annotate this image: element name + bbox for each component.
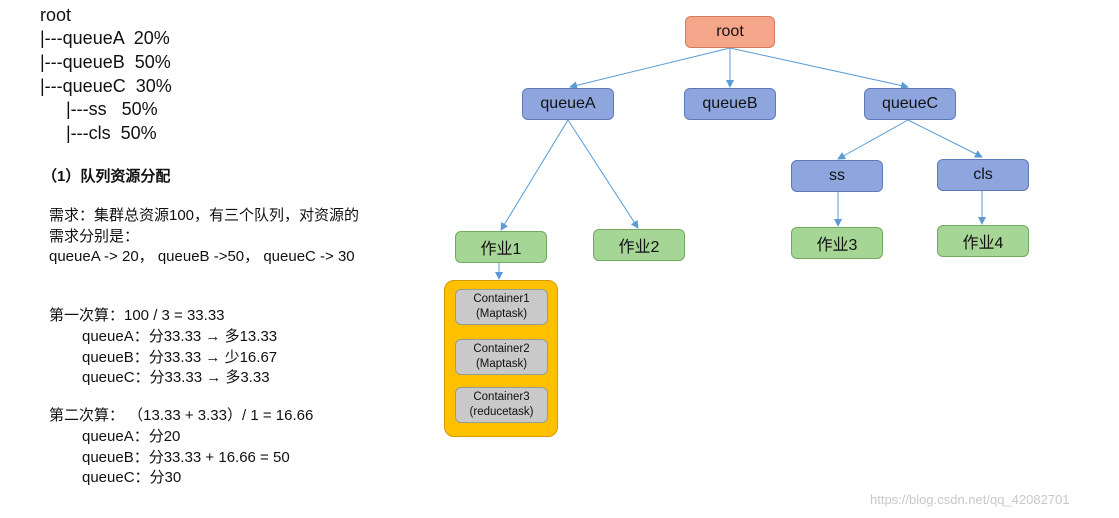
arrow-root-queueA <box>569 47 731 90</box>
requirement-line-2: 需求分别是： <box>49 228 140 245</box>
node-root: root <box>685 16 775 48</box>
tree-line-cls: |---cls 50% <box>66 123 157 143</box>
tree-line-queueB: |---queueB 50% <box>40 52 171 72</box>
arrow-queueA-job1 <box>500 119 569 231</box>
node-queueA: queueA <box>522 88 614 120</box>
node-cls: cls <box>937 159 1029 191</box>
arrow-queueC-cls <box>907 119 983 158</box>
first-calc-queueC: queueC：分33.33 → 多3.33 <box>82 369 270 386</box>
first-calc-queueA: queueA：分33.33 → 多13.33 <box>82 328 278 345</box>
second-calc-queueB: queueB：分33.33 + 16.66 = 50 <box>82 449 290 466</box>
requirement-line-1: 需求：集群总资源100，有三个队列，对资源的 <box>49 207 360 224</box>
tree-line-queueA: |---queueA 20% <box>40 28 170 48</box>
node-job1: 作业1 <box>455 231 547 263</box>
node-queueB: queueB <box>684 88 776 120</box>
tree-line-ss: |---ss 50% <box>66 99 158 119</box>
container-3: Container3 (reducetask) <box>455 387 548 423</box>
arrow-queueA-job2 <box>567 119 639 229</box>
second-calc-queueC: queueC：分30 <box>82 469 182 486</box>
container-1-task: (Maptask) <box>475 308 528 320</box>
container-1: Container1 (Maptask) <box>455 289 548 325</box>
watermark: https://blog.csdn.net/qq_42082701 <box>870 492 1070 507</box>
second-calc-queueA: queueA：分20 <box>82 428 181 445</box>
node-ss: ss <box>791 160 883 192</box>
node-job2: 作业2 <box>593 229 685 261</box>
container-1-name: Container1 <box>473 293 530 306</box>
node-job4: 作业4 <box>937 225 1029 257</box>
arrow-root-queueC <box>729 47 909 90</box>
tree-line-root: root <box>40 5 72 25</box>
container-2-task: (Maptask) <box>475 358 528 370</box>
container-2: Container2 (Maptask) <box>455 339 548 375</box>
arrow-queueC-ss <box>837 119 909 160</box>
node-queueC: queueC <box>864 88 956 120</box>
section-heading: （1）队列资源分配 <box>42 168 171 185</box>
container-3-task: (reducetask) <box>469 406 534 418</box>
tree-line-queueC: |---queueC 30% <box>40 76 172 96</box>
node-job3: 作业3 <box>791 227 883 259</box>
requirement-line-3: queueA -> 20， queueB ->50， queueC -> 30 <box>49 248 355 265</box>
first-calc-title: 第一次算：100 / 3 = 33.33 <box>49 307 225 324</box>
first-calc-queueB: queueB：分33.33 → 少16.67 <box>82 349 278 366</box>
second-calc-title: 第二次算： （13.33 + 3.33）/ 1 = 16.66 <box>49 407 314 424</box>
container-3-name: Container3 <box>473 391 530 404</box>
container-2-name: Container2 <box>473 343 530 356</box>
